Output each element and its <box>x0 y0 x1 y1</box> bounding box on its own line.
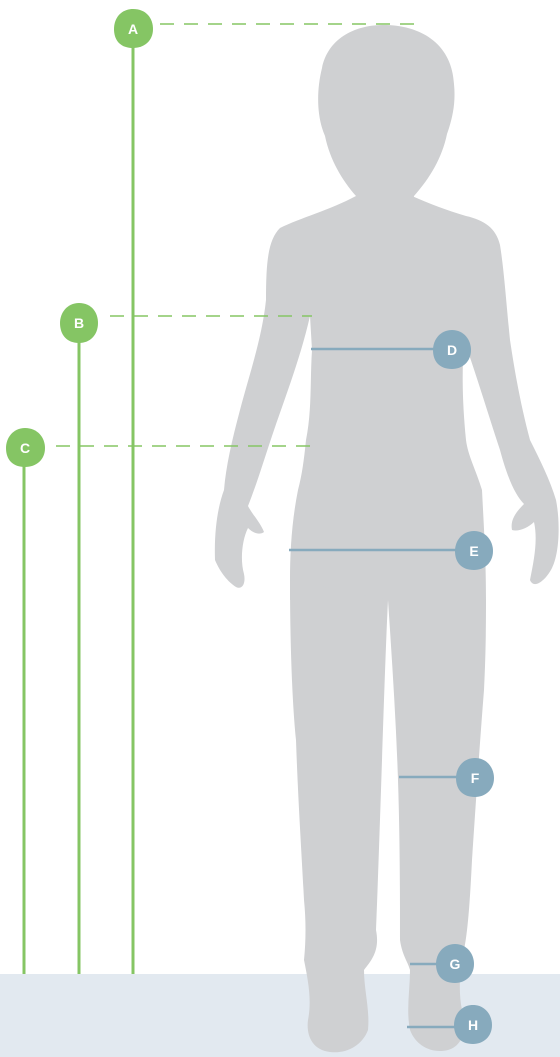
girth-marker-g-label: G <box>450 956 461 972</box>
girth-marker-h: H <box>454 1005 492 1044</box>
girth-marker-d: D <box>433 330 471 369</box>
girth-marker-g: G <box>436 944 474 983</box>
girth-marker-h-label: H <box>468 1017 478 1033</box>
height-marker-b: B <box>60 303 98 343</box>
girth-marker-e-label: E <box>469 543 478 559</box>
height-marker-a: A <box>114 9 153 48</box>
height-marker-c: C <box>6 428 45 467</box>
girth-marker-f: F <box>456 758 494 797</box>
height-marker-b-label: B <box>74 315 84 331</box>
girth-marker-d-label: D <box>447 342 457 358</box>
child-silhouette <box>215 25 559 1052</box>
height-marker-a-label: A <box>128 21 138 37</box>
silhouette-head <box>318 25 454 206</box>
girth-marker-e: E <box>455 531 493 570</box>
girth-marker-f-label: F <box>471 770 480 786</box>
silhouette-torso-arms <box>215 196 559 600</box>
height-marker-c-label: C <box>20 440 30 456</box>
